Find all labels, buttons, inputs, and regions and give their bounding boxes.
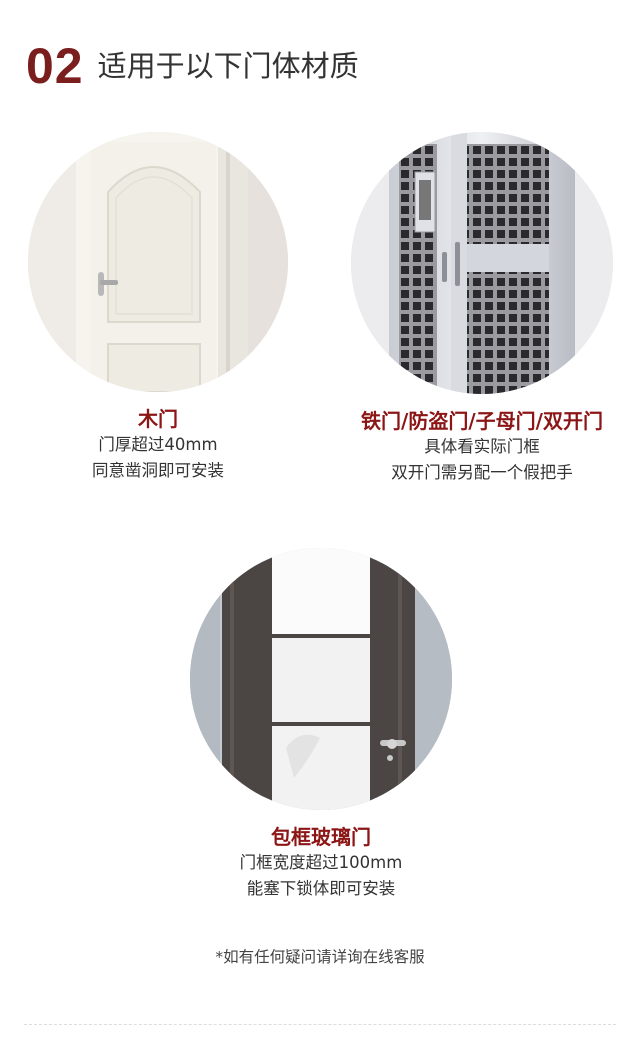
footnote: *如有任何疑问请详询在线客服 xyxy=(215,948,425,966)
security-door-image xyxy=(351,132,613,394)
divider xyxy=(24,1024,616,1025)
item-label: 铁门/防盗门/子母门/双开门 xyxy=(361,409,603,433)
door-type-wooden: 木门 门厚超过40mm 同意凿洞即可安装 xyxy=(28,132,288,484)
wooden-door-image xyxy=(28,132,288,392)
section-header: 02 适用于以下门体材质 xyxy=(26,36,359,96)
item-desc-line: 门框宽度超过100mm xyxy=(239,853,403,872)
item-label: 包框玻璃门 xyxy=(271,825,371,849)
section-number: 02 xyxy=(26,38,84,94)
glass-door-image xyxy=(190,548,452,810)
door-type-security: 铁门/防盗门/子母门/双开门 具体看实际门框 双开门需另配一个假把手 xyxy=(351,132,613,486)
item-label: 木门 xyxy=(138,407,178,431)
item-desc-line: 具体看实际门框 xyxy=(424,437,540,456)
item-desc-line: 同意凿洞即可安装 xyxy=(92,461,224,480)
section-title: 适用于以下门体材质 xyxy=(97,48,359,83)
door-type-glass: 包框玻璃门 门框宽度超过100mm 能塞下锁体即可安装 xyxy=(190,548,452,902)
glass-door-icon xyxy=(190,548,452,810)
item-desc-line: 门厚超过40mm xyxy=(98,435,218,454)
wooden-door-icon xyxy=(28,132,288,392)
item-desc-line: 双开门需另配一个假把手 xyxy=(391,463,573,482)
item-desc-line: 能塞下锁体即可安装 xyxy=(246,879,396,898)
security-door-icon xyxy=(351,132,613,394)
